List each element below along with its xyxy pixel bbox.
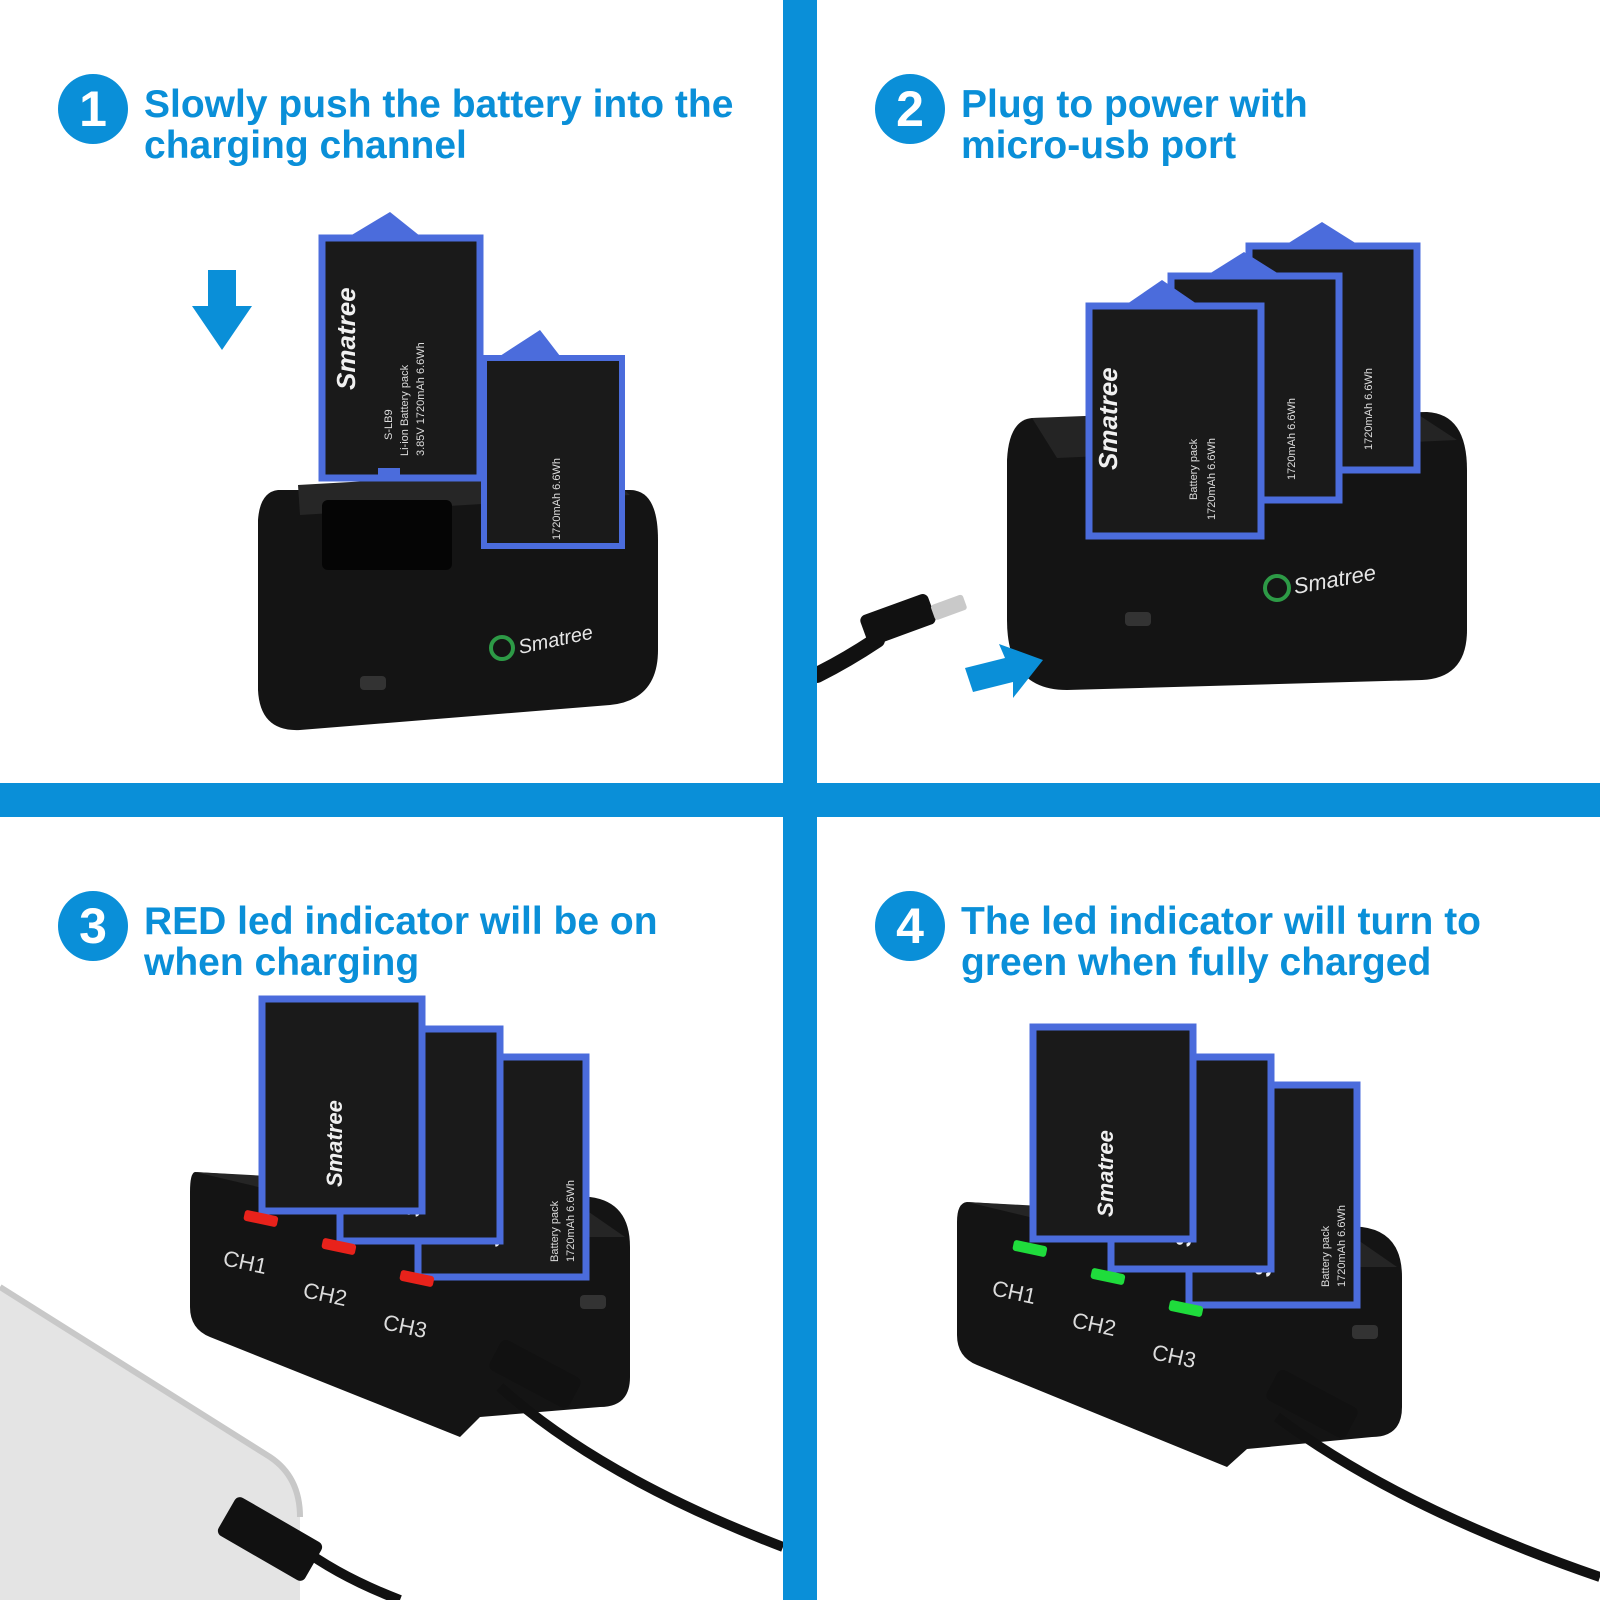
battery-1: [1029, 1023, 1197, 1243]
step-1-line-2: charging channel: [144, 124, 467, 167]
battery-inserting-tab: [350, 212, 420, 236]
battery-contact: [378, 468, 400, 480]
usb-cable: [1274, 1412, 1600, 1582]
step-2-number-badge: 2: [875, 74, 945, 144]
led-ch1-indicator: [1012, 1240, 1048, 1257]
battery-rear-spec: 1720mAh 6.6Wh: [551, 458, 563, 540]
battery-inserting: [318, 234, 484, 482]
step-3-panel: 3 RED led indicator will be on when char…: [0, 817, 783, 1600]
empty-slot: [322, 500, 452, 570]
step-1-instruction: Slowly push the battery into the chargin…: [144, 84, 774, 166]
laptop-edge: [0, 1284, 303, 1518]
step-4-instruction: The led indicator will turn to green whe…: [961, 901, 1591, 983]
step-3-illustration: Smatree Battery pack 1720mAh 6.6Wh Smatr…: [0, 995, 783, 1600]
step-4-number-badge: 4: [875, 891, 945, 961]
usb-plug: [1266, 1369, 1358, 1439]
battery-1-spec: 1720mAh 6.6Wh: [1206, 438, 1218, 520]
step-4-line-1: The led indicator will turn to: [961, 900, 1482, 943]
led-ch3-indicator: [399, 1270, 435, 1287]
battery-model-label: S-LB9: [383, 409, 395, 440]
step-1-illustration: Smatree 1720mAh 6.6Wh Smatree S-LB9 Li-i…: [192, 212, 658, 731]
battery-2-tab: [1209, 252, 1279, 274]
battery-1-brand-label: Smatree: [1093, 1130, 1118, 1217]
battery-type-label: Li-ion Battery pack: [399, 364, 411, 456]
step-1-number-badge: 1: [58, 74, 128, 144]
laptop-usb-plug: [217, 1497, 323, 1581]
battery-1: [1085, 302, 1265, 540]
battery-1-brand-label: Smatree: [322, 1100, 347, 1187]
step-1-panel: 1 Slowly push the battery into the charg…: [0, 0, 783, 783]
usb-cable: [817, 632, 885, 683]
battery-rear: [481, 355, 625, 549]
charger-port-icon: [580, 1295, 606, 1309]
step-3-line-2: when charging: [144, 941, 420, 984]
battery-rear-tab: [500, 330, 560, 356]
led-ch2-indicator: [1090, 1268, 1126, 1285]
step-2-line-1: Plug to power with: [961, 83, 1308, 126]
step-4-line-2: green when fully charged: [961, 941, 1432, 984]
step-4-panel: 4 The led indicator will turn to green w…: [817, 817, 1600, 1600]
battery-3-spec: 1720mAh 6.6Wh: [1363, 368, 1375, 450]
step-3-line-1: RED led indicator will be on: [144, 900, 658, 943]
battery-1-tab: [1127, 280, 1197, 304]
step-2-panel: 2 Plug to power with micro-usb port Smat…: [817, 0, 1600, 783]
horizontal-divider: [0, 783, 1600, 817]
usb-cable: [496, 1383, 783, 1552]
down-arrow-icon: [192, 270, 252, 350]
led-ch1-indicator: [243, 1210, 279, 1227]
battery-3-spec: 1720mAh 6.6Wh: [565, 1180, 577, 1262]
charger-port-icon: [1125, 612, 1151, 626]
step-4-illustration: Smatree Battery pack 1720mAh 6.6Wh Smatr…: [957, 1023, 1600, 1582]
battery-3-tab: [1287, 222, 1357, 244]
brand-logo-icon: [489, 635, 515, 661]
battery-3-spec: 1720mAh 6.6Wh: [1336, 1205, 1348, 1287]
battery-brand-label: Smatree: [331, 287, 361, 390]
step-3-number-badge: 3: [58, 891, 128, 961]
brand-logo-icon: [1263, 574, 1291, 602]
step-2-illustration: Smatree 1720mAh 6.6Wh 1720mAh 6.6Wh Smat…: [817, 222, 1467, 698]
led-ch3-indicator: [1168, 1300, 1204, 1317]
charger-port-icon: [360, 676, 386, 690]
battery-spec-label: 3.85V 1720mAh 6.6Wh: [415, 342, 427, 456]
battery-2-spec: 1720mAh 6.6Wh: [1286, 398, 1298, 480]
led-ch2-indicator: [321, 1238, 357, 1255]
battery-1-pack-label: Battery pack: [1188, 438, 1200, 500]
step-2-line-2: micro-usb port: [961, 124, 1237, 167]
battery-3-pack-label: Battery pack: [1320, 1225, 1332, 1287]
usb-plug: [860, 594, 936, 646]
step-2-instruction: Plug to power with micro-usb port: [961, 84, 1591, 166]
battery-1: [258, 995, 426, 1215]
micro-usb-connector: [931, 594, 967, 620]
usb-plug: [489, 1339, 581, 1409]
battery-3-pack-label: Battery pack: [549, 1200, 561, 1262]
step-1-line-1: Slowly push the battery into the: [144, 83, 734, 126]
right-arrow-icon: [965, 644, 1043, 698]
battery-1-brand-label: Smatree: [1093, 367, 1123, 470]
step-3-instruction: RED led indicator will be on when chargi…: [144, 901, 774, 983]
charger-port-icon: [1352, 1325, 1378, 1339]
